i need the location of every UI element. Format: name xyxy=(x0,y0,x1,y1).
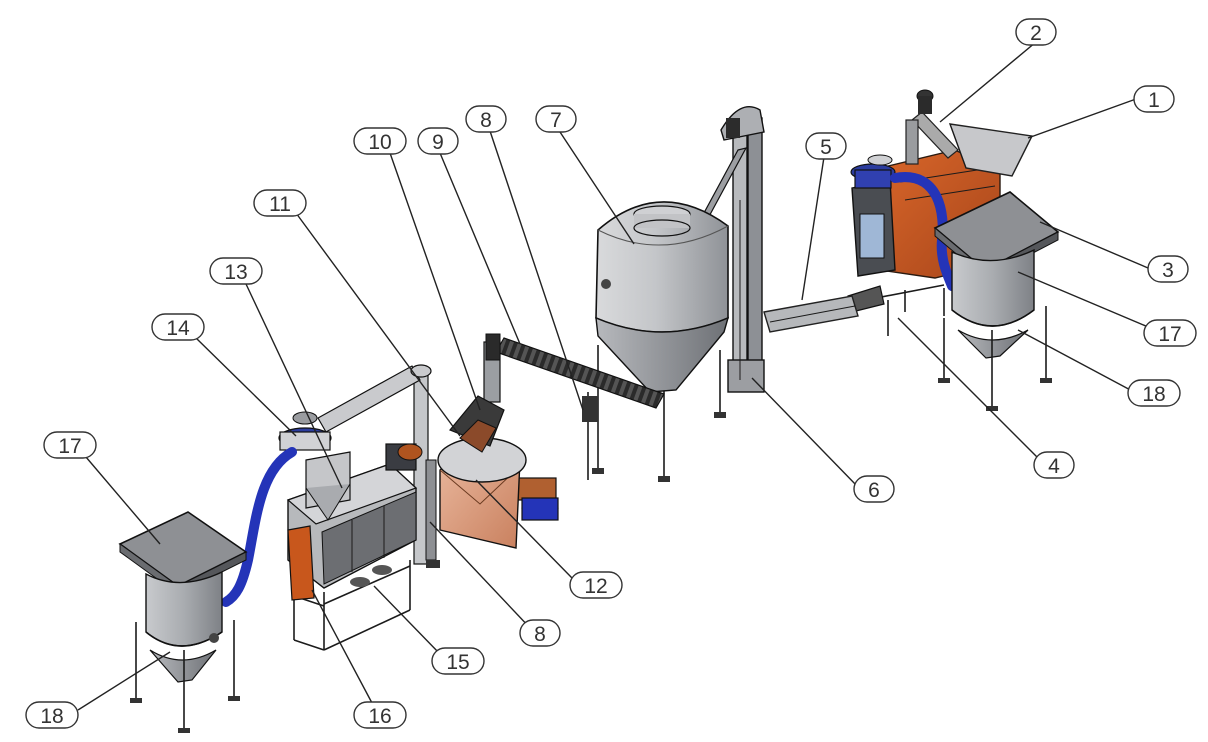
inclined-screw-conveyor xyxy=(911,111,959,159)
callout-bubbles: 1 2 3 4 5 6 7 8 xyxy=(25,18,1197,729)
orange-outlet-chute xyxy=(287,525,315,601)
svg-text:18: 18 xyxy=(40,705,63,728)
callout-1: 1 xyxy=(1133,85,1175,113)
callout-16: 16 xyxy=(353,701,407,729)
blue-air-hose-left xyxy=(221,447,297,607)
leader-8b xyxy=(429,521,533,631)
storage-silo xyxy=(592,201,730,482)
leader-11 xyxy=(295,212,461,437)
svg-text:1: 1 xyxy=(1148,89,1160,112)
leader-17b xyxy=(1017,271,1161,333)
callout-17-right: 17 xyxy=(1143,319,1197,347)
bucket-elevator xyxy=(696,106,765,393)
svg-text:3: 3 xyxy=(1162,259,1174,282)
leader-15 xyxy=(373,585,441,655)
leader-2 xyxy=(939,41,1037,123)
leader-18a xyxy=(77,651,171,711)
leader-14 xyxy=(195,337,297,437)
svg-text:5: 5 xyxy=(820,136,832,159)
leader-18b xyxy=(1017,329,1137,394)
svg-text:11: 11 xyxy=(269,193,291,216)
callout-14: 14 xyxy=(151,313,205,341)
callout-8-top: 8 xyxy=(465,105,507,133)
svg-text:8: 8 xyxy=(534,623,546,646)
svg-text:16: 16 xyxy=(368,705,391,728)
leader-6 xyxy=(751,377,859,488)
left-station xyxy=(221,411,423,651)
svg-text:13: 13 xyxy=(224,261,247,284)
leader-3 xyxy=(1039,221,1149,269)
dust-collector-left xyxy=(118,511,248,733)
leader-10 xyxy=(389,152,481,411)
right-station xyxy=(763,89,1060,411)
callout-12: 12 xyxy=(569,571,623,599)
leader-lines xyxy=(77,41,1161,711)
callout-17-left: 17 xyxy=(43,431,97,459)
callout-5: 5 xyxy=(805,132,847,160)
svg-text:18: 18 xyxy=(1142,383,1165,406)
svg-text:8: 8 xyxy=(480,109,492,132)
callout-13: 13 xyxy=(209,257,263,285)
svg-text:15: 15 xyxy=(446,651,469,674)
svg-text:4: 4 xyxy=(1048,455,1060,478)
leader-12 xyxy=(475,479,573,579)
svg-text:12: 12 xyxy=(584,575,607,598)
leader-9 xyxy=(439,152,521,345)
callout-2: 2 xyxy=(1015,18,1057,46)
callout-11: 11 xyxy=(253,189,307,217)
leader-7 xyxy=(559,131,635,245)
svg-text:2: 2 xyxy=(1030,22,1042,45)
cabinet-window xyxy=(859,213,885,259)
callout-15: 15 xyxy=(431,647,485,675)
svg-text:7: 7 xyxy=(550,109,562,132)
leader-17a xyxy=(79,449,161,545)
callout-9: 9 xyxy=(417,127,459,155)
middle-station xyxy=(437,395,559,549)
leader-5 xyxy=(801,156,825,301)
callout-7: 7 xyxy=(535,105,577,133)
leader-4 xyxy=(897,317,1045,465)
blue-motor xyxy=(521,497,559,521)
callout-6: 6 xyxy=(853,475,895,503)
leader-16 xyxy=(311,589,373,704)
callout-3: 3 xyxy=(1147,255,1189,283)
svg-text:17: 17 xyxy=(58,435,81,458)
callout-18-left: 18 xyxy=(25,701,79,729)
svg-text:9: 9 xyxy=(432,131,444,154)
leader-13 xyxy=(245,283,343,489)
leader-1 xyxy=(1027,98,1137,139)
callout-8-bottom: 8 xyxy=(519,619,561,647)
svg-text:17: 17 xyxy=(1158,323,1181,346)
svg-text:6: 6 xyxy=(868,479,880,502)
callout-18-right: 18 xyxy=(1127,379,1181,407)
callout-4: 4 xyxy=(1033,451,1075,479)
svg-text:14: 14 xyxy=(166,317,190,340)
pneumatic-duct xyxy=(317,364,440,568)
leader-8a xyxy=(489,130,584,411)
callout-10: 10 xyxy=(353,127,407,155)
screw-conveyor-center xyxy=(483,333,665,480)
dust-collector-right xyxy=(933,191,1060,411)
svg-text:10: 10 xyxy=(368,131,391,154)
